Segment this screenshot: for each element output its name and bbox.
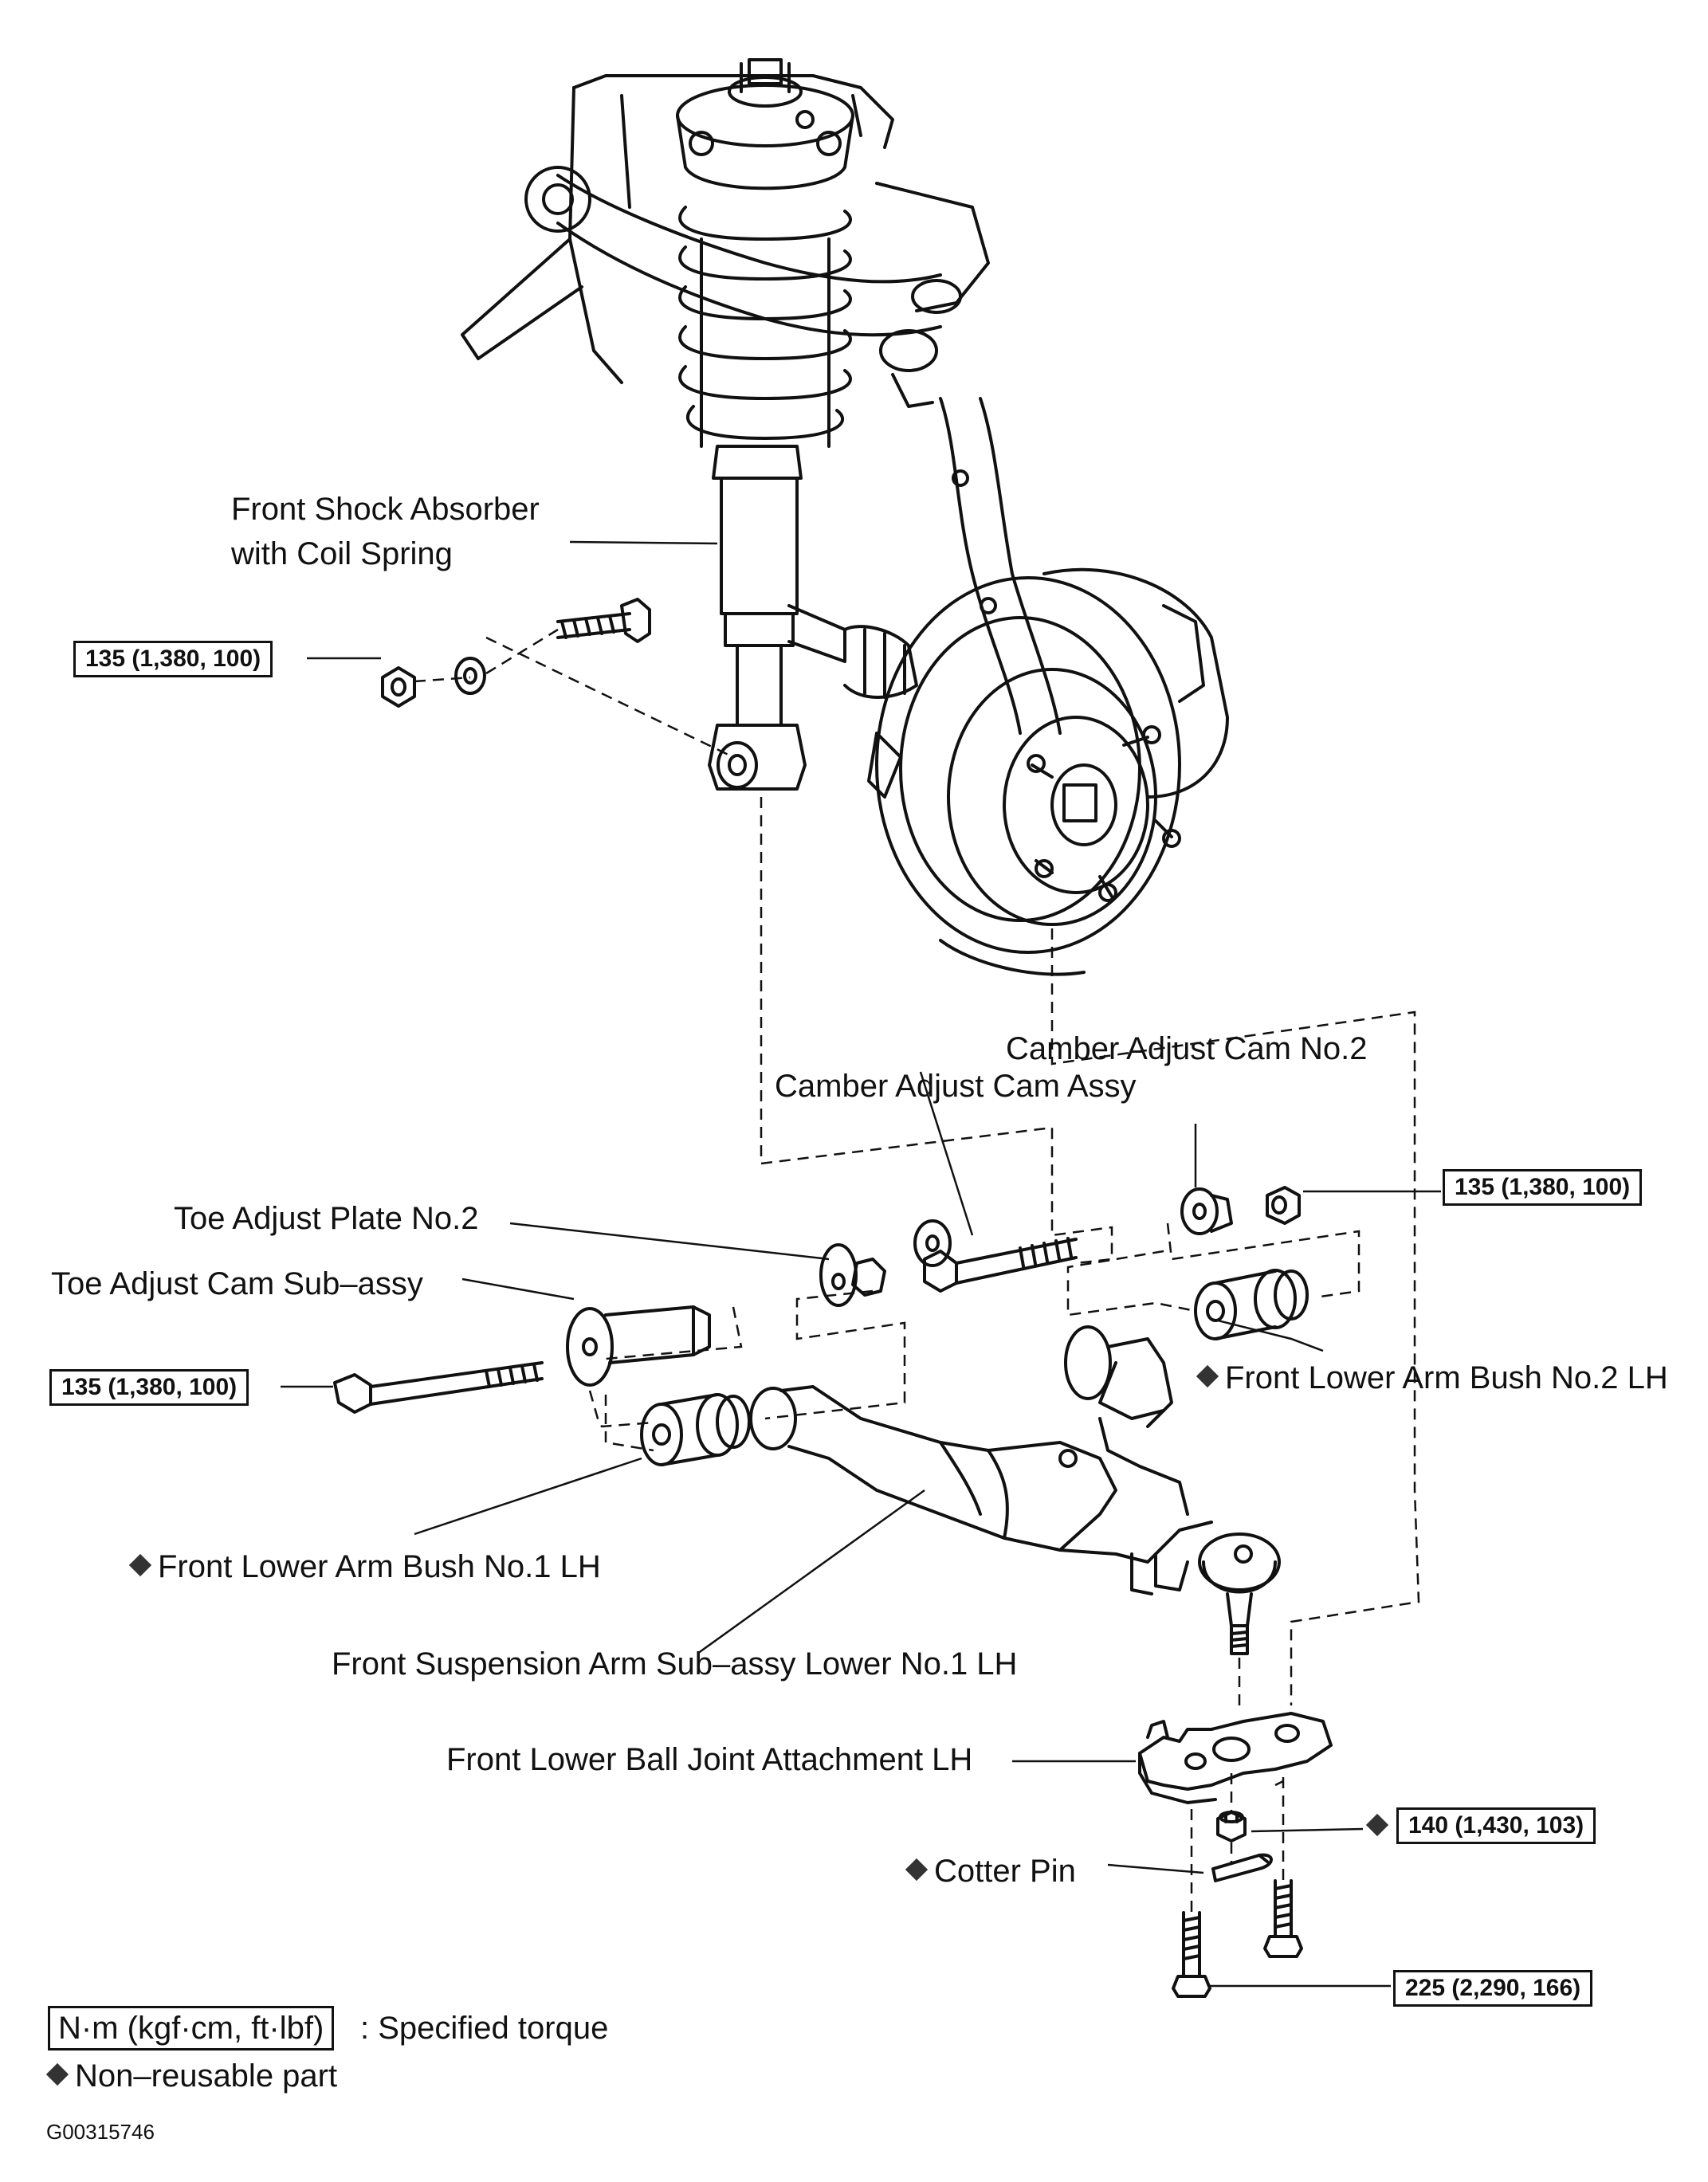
non-reusable-diamond-icon bbox=[1196, 1365, 1219, 1388]
non-reusable-diamond-icon bbox=[905, 1858, 929, 1882]
label-camber-cam-no2: Camber Adjust Cam No.2 bbox=[1006, 1031, 1368, 1066]
label-shock-absorber-line2: with Coil Spring bbox=[231, 536, 453, 571]
torque-ball-joint-nut: 140 (1,430, 103) bbox=[1396, 1807, 1596, 1844]
label-bush-no2: Front Lower Arm Bush No.2 LH bbox=[1196, 1360, 1668, 1396]
legend-torque-desc: : Specified torque bbox=[360, 2011, 609, 2046]
non-reusable-diamond-icon bbox=[45, 2063, 69, 2086]
shock-nut bbox=[381, 666, 416, 708]
shock-absorber bbox=[708, 445, 807, 791]
toe-bolt bbox=[333, 1361, 544, 1414]
label-arm-sub-assy: Front Suspension Arm Sub–assy Lower No.1… bbox=[332, 1646, 1018, 1682]
label-bush-no1: Front Lower Arm Bush No.1 LH bbox=[128, 1548, 601, 1585]
label-toe-plate-no2: Toe Adjust Plate No.2 bbox=[174, 1201, 479, 1236]
legend-torque-unit: N·m (kgf·cm, ft·lbf) bbox=[48, 2006, 335, 2051]
frame-body bbox=[461, 74, 894, 384]
toe-adjust-cam bbox=[566, 1305, 711, 1387]
label-camber-cam-assy: Camber Adjust Cam Assy bbox=[775, 1069, 1137, 1104]
lower-arm bbox=[749, 1325, 1213, 1595]
camber-cam-assy bbox=[913, 1219, 1078, 1293]
attachment-bolt-left bbox=[1172, 1911, 1211, 1998]
camber-nut bbox=[1266, 1186, 1301, 1225]
brake-rotor bbox=[867, 567, 1229, 976]
legend-non-reusable: Non–reusable part bbox=[45, 2058, 337, 2094]
label-ball-joint: Front Lower Ball Joint Attachment LH bbox=[446, 1742, 973, 1777]
label-cotter-pin: Cotter Pin bbox=[905, 1853, 1076, 1890]
label-shock-absorber-line1: Front Shock Absorber bbox=[231, 492, 540, 527]
torque-attachment-bolts: 225 (2,290, 166) bbox=[1393, 1970, 1593, 2007]
shock-bolt bbox=[556, 598, 651, 643]
upper-arm bbox=[524, 166, 990, 408]
figure-code: G00315746 bbox=[46, 2120, 155, 2144]
attachment-bolt-right bbox=[1263, 1879, 1303, 1958]
coil-spring bbox=[678, 206, 852, 448]
ball-joint bbox=[1198, 1533, 1281, 1655]
label-toe-cam-sub-assy: Toe Adjust Cam Sub–assy bbox=[51, 1266, 423, 1301]
ball-joint-attachment bbox=[1138, 1712, 1333, 1804]
steering-knuckle bbox=[939, 397, 1062, 735]
cotter-pin bbox=[1211, 1853, 1273, 1882]
torque-toe-bolt: 135 (1,380, 100) bbox=[49, 1369, 249, 1406]
shock-washer bbox=[454, 657, 486, 695]
bush-no2 bbox=[1194, 1269, 1309, 1340]
non-reusable-diamond-icon bbox=[128, 1554, 152, 1577]
toe-adjust-plate bbox=[819, 1243, 886, 1307]
drive-shaft bbox=[787, 604, 918, 699]
torque-camber-nut: 135 (1,380, 100) bbox=[1443, 1169, 1643, 1206]
leader-lines bbox=[281, 540, 1441, 1988]
dashed-guides bbox=[414, 628, 1420, 1913]
bush-no1 bbox=[640, 1393, 751, 1466]
top-mount bbox=[676, 58, 854, 190]
camber-cam-no2 bbox=[1180, 1187, 1233, 1235]
ball-joint-nut bbox=[1216, 1811, 1247, 1843]
torque-shock-nut: 135 (1,380, 100) bbox=[73, 641, 273, 677]
